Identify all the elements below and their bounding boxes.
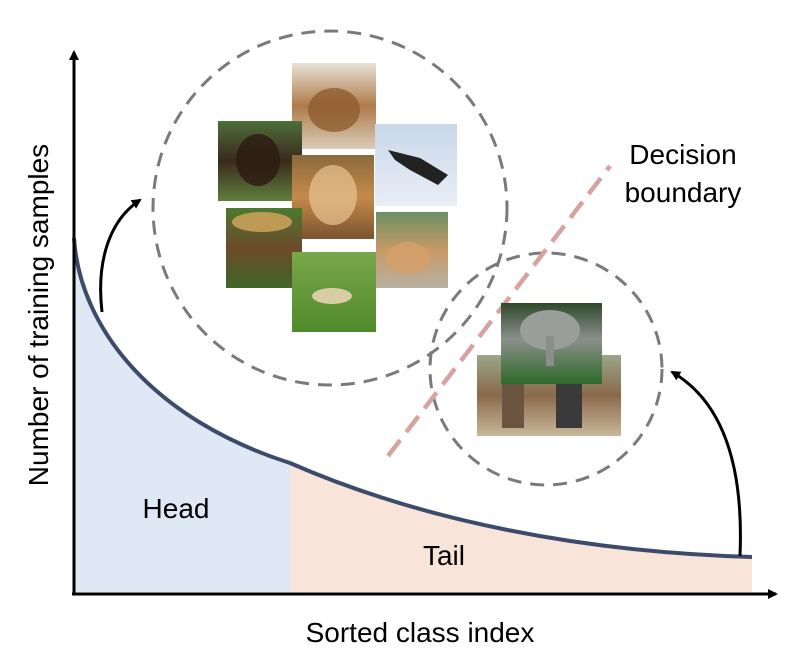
tail-class-circle (428, 251, 664, 487)
long-tail-curve (72, 237, 753, 559)
head-region (74, 238, 290, 592)
decision-boundary-label: Decision (629, 139, 736, 170)
dog-image (236, 134, 280, 186)
head-class-circle (151, 29, 509, 387)
dog-image (386, 242, 430, 274)
dog-image (232, 212, 292, 232)
dog-image (309, 165, 357, 225)
decision-boundary-line (386, 164, 612, 458)
elephant-image (520, 310, 580, 350)
dog-image (312, 288, 352, 304)
head-label: Head (143, 493, 210, 524)
head-arrow (99, 198, 142, 313)
x-axis-label: Sorted class index (306, 617, 535, 648)
tail-arrow (670, 370, 742, 557)
tail-region (290, 463, 752, 592)
decision-boundary-label: boundary (625, 177, 742, 208)
dog-image (308, 88, 360, 132)
dog-image-collage (218, 63, 457, 332)
elephant-image (546, 336, 554, 366)
elephant-image (502, 378, 524, 428)
y-axis-label: Number of training samples (23, 144, 54, 486)
elephant-image-collage (477, 303, 621, 436)
elephant-image (556, 384, 582, 428)
dog-image (388, 150, 448, 185)
tail-label: Tail (423, 540, 465, 571)
